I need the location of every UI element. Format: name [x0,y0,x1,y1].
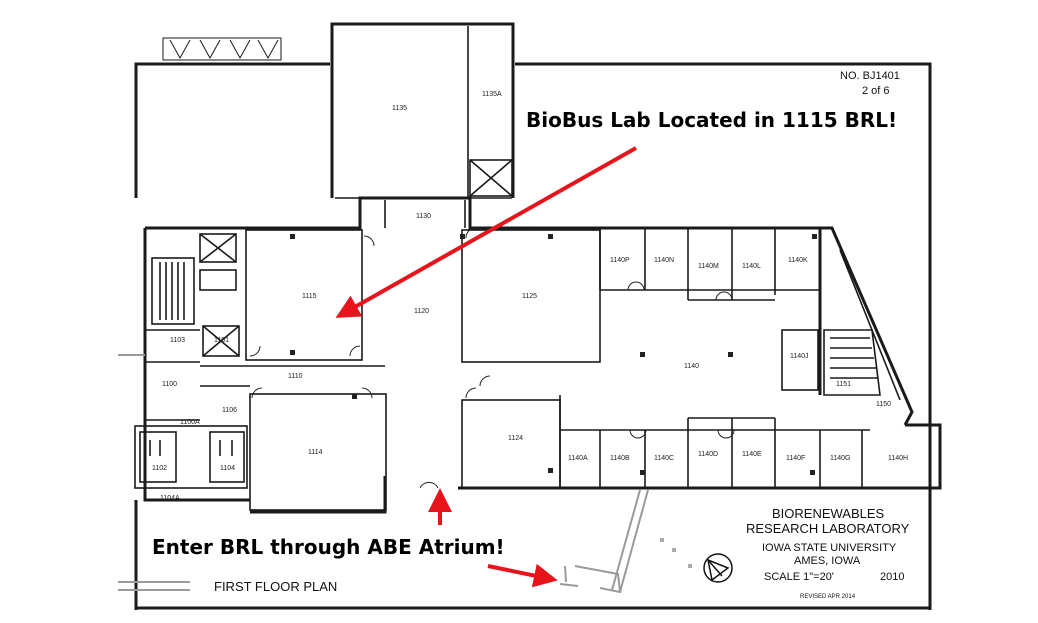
room-1114-label: 1114 [308,449,323,456]
room-1130-label: 1130 [416,213,431,220]
title-revised: REVISED APR 2014 [800,594,856,600]
room-1140N-label: 1140N [654,257,674,264]
structural-columns [290,234,817,475]
room-1140P-label: 1140P [610,257,630,264]
room-1140C-label: 1140C [654,455,674,462]
room-1140H-label: 1140H [888,455,908,462]
room-1135A-label: 1135A [482,91,502,98]
room-1120-label: 1120 [414,308,429,315]
title-line-2: RESEARCH LABORATORY [746,521,910,536]
room-1101-label: 1101 [214,337,229,344]
room-1124-label: 1124 [508,435,523,442]
room-labels: 1135 1135A 1130 1115 1120 1125 1103 1101… [152,91,908,502]
room-1140B-label: 1140B [610,455,630,462]
north-compass-icon [703,553,733,583]
red-arrows [335,146,637,588]
door-swings [249,227,735,489]
sheet-number: NO. BJ1401 [840,70,900,82]
room-1104A-label: 1104A [160,495,180,502]
room-1102-label: 1102 [152,465,167,472]
site-markers [660,538,692,568]
room-1140K-label: 1140K [788,257,808,264]
room-1140A-label: 1140A [568,455,588,462]
arrow-to-1115 [335,146,637,318]
room-1103-label: 1103 [170,337,185,344]
room-1140G-label: 1140G [830,455,851,462]
title-line-4: AMES, IOWA [794,555,861,567]
plan-title: FIRST FLOOR PLAN [214,579,337,594]
title-year: 2010 [880,571,904,583]
title-line-3: IOWA STATE UNIVERSITY [762,542,897,554]
title-line-1: BIORENEWABLES [772,506,885,521]
room-1140E-label: 1140E [742,451,762,458]
title-block: BIORENEWABLES RESEARCH LABORATORY IOWA S… [746,506,910,600]
room-1140-label: 1140 [684,363,699,370]
biobus-lab-callout: BioBus Lab Located in 1115 BRL! [526,108,897,132]
atrium-walkway [118,354,649,594]
room-1106-label: 1106 [222,407,237,414]
arrow-to-atrium [487,563,558,588]
room-1151-label: 1151 [836,381,851,388]
sheet-page: 2 of 6 [862,85,890,97]
room-1140D-label: 1140D [698,451,718,458]
room-1100A-label: 1100A [180,419,200,426]
room-1150-label: 1150 [876,401,891,408]
interior-walls [134,26,901,511]
room-1104-label: 1104 [220,465,235,472]
room-1140J-label: 1140J [790,353,809,360]
sheet-border [134,62,932,610]
room-1110-label: 1110 [288,373,303,380]
room-1125-label: 1125 [522,293,537,300]
room-1100-label: 1100 [162,381,177,388]
title-scale: SCALE 1"=20' [764,571,834,583]
room-1140L-label: 1140L [742,263,761,270]
room-1135-label: 1135 [392,105,407,112]
room-1140F-label: 1140F [786,455,805,462]
room-1140M-label: 1140M [698,263,719,270]
entry-canopy [162,37,282,61]
entrance-callout: Enter BRL through ABE Atrium! [152,535,505,559]
room-1115-label: 1115 [302,293,317,300]
